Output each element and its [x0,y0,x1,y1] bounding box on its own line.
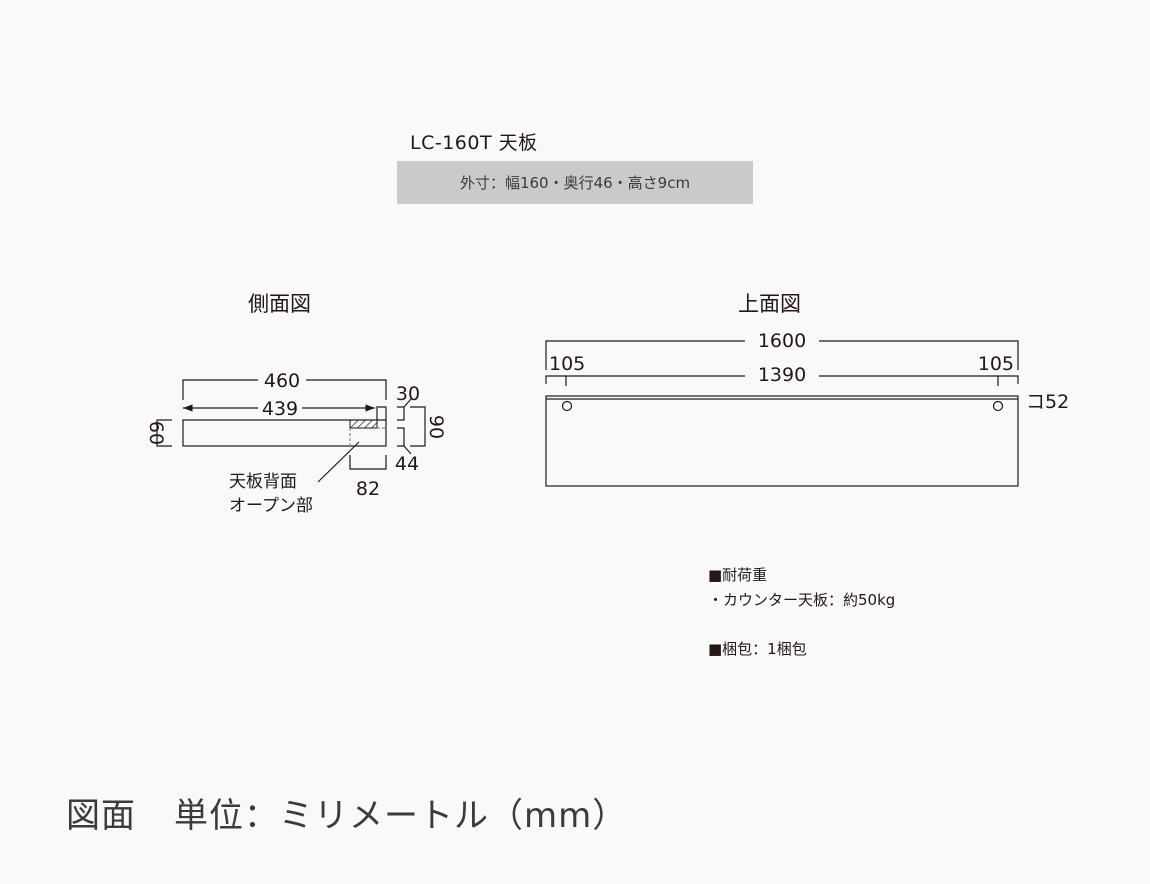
footer-unit-label: 単位：ミリメートル（mm） [174,796,628,836]
hole-left [561,400,573,412]
dim-overall-depth [182,379,387,400]
side-view [156,379,426,483]
dim-30: 30 [396,383,420,405]
product-title: LC-160T 天板 [410,132,538,154]
side-view-dim-labels: 460 439 30 44 82 60 90 天板背面 オープン部 [145,370,447,516]
dim-hole-52: コ52 [1026,391,1069,413]
board-profile [182,419,387,447]
footer-drawing-label: 図面 [66,796,136,836]
callout-text-2: オープン部 [229,496,313,516]
dim-1600: 1600 [758,330,806,352]
top-view-label: 上面図 [738,292,801,316]
dim-1390: 1390 [758,364,806,386]
dim-60: 60 [145,421,167,445]
callout-text-1: 天板背面 [229,472,297,492]
top-view-dim-labels: 1600 1390 105 105 コ52 [549,330,1069,413]
dim-439: 439 [262,398,298,420]
spec-text: 外寸：幅160・奥行46・高さ9cm [459,174,691,192]
board-top-outline [545,395,1019,487]
package-info: ■梱包：1梱包 [708,640,807,658]
notes: ■耐荷重 ・カウンター天板：約50kg ■梱包：1梱包 [708,563,895,662]
dim-90: 90 [425,415,447,439]
load-heading: ■耐荷重 [708,566,768,584]
dim-82: 82 [356,478,380,500]
side-view-label: 側面図 [248,292,311,316]
dim-460: 460 [264,370,300,392]
dim-44: 44 [395,453,419,475]
footer-caption: 図面単位：ミリメートル（mm） [66,788,627,837]
spec-bar: 外寸：幅160・奥行46・高さ9cm [397,161,753,204]
top-view [545,340,1019,487]
dim-105-left: 105 [549,353,585,375]
hole-right [992,400,1004,412]
dim-105-right: 105 [978,353,1014,375]
load-item: ・カウンター天板：約50kg [708,591,896,609]
